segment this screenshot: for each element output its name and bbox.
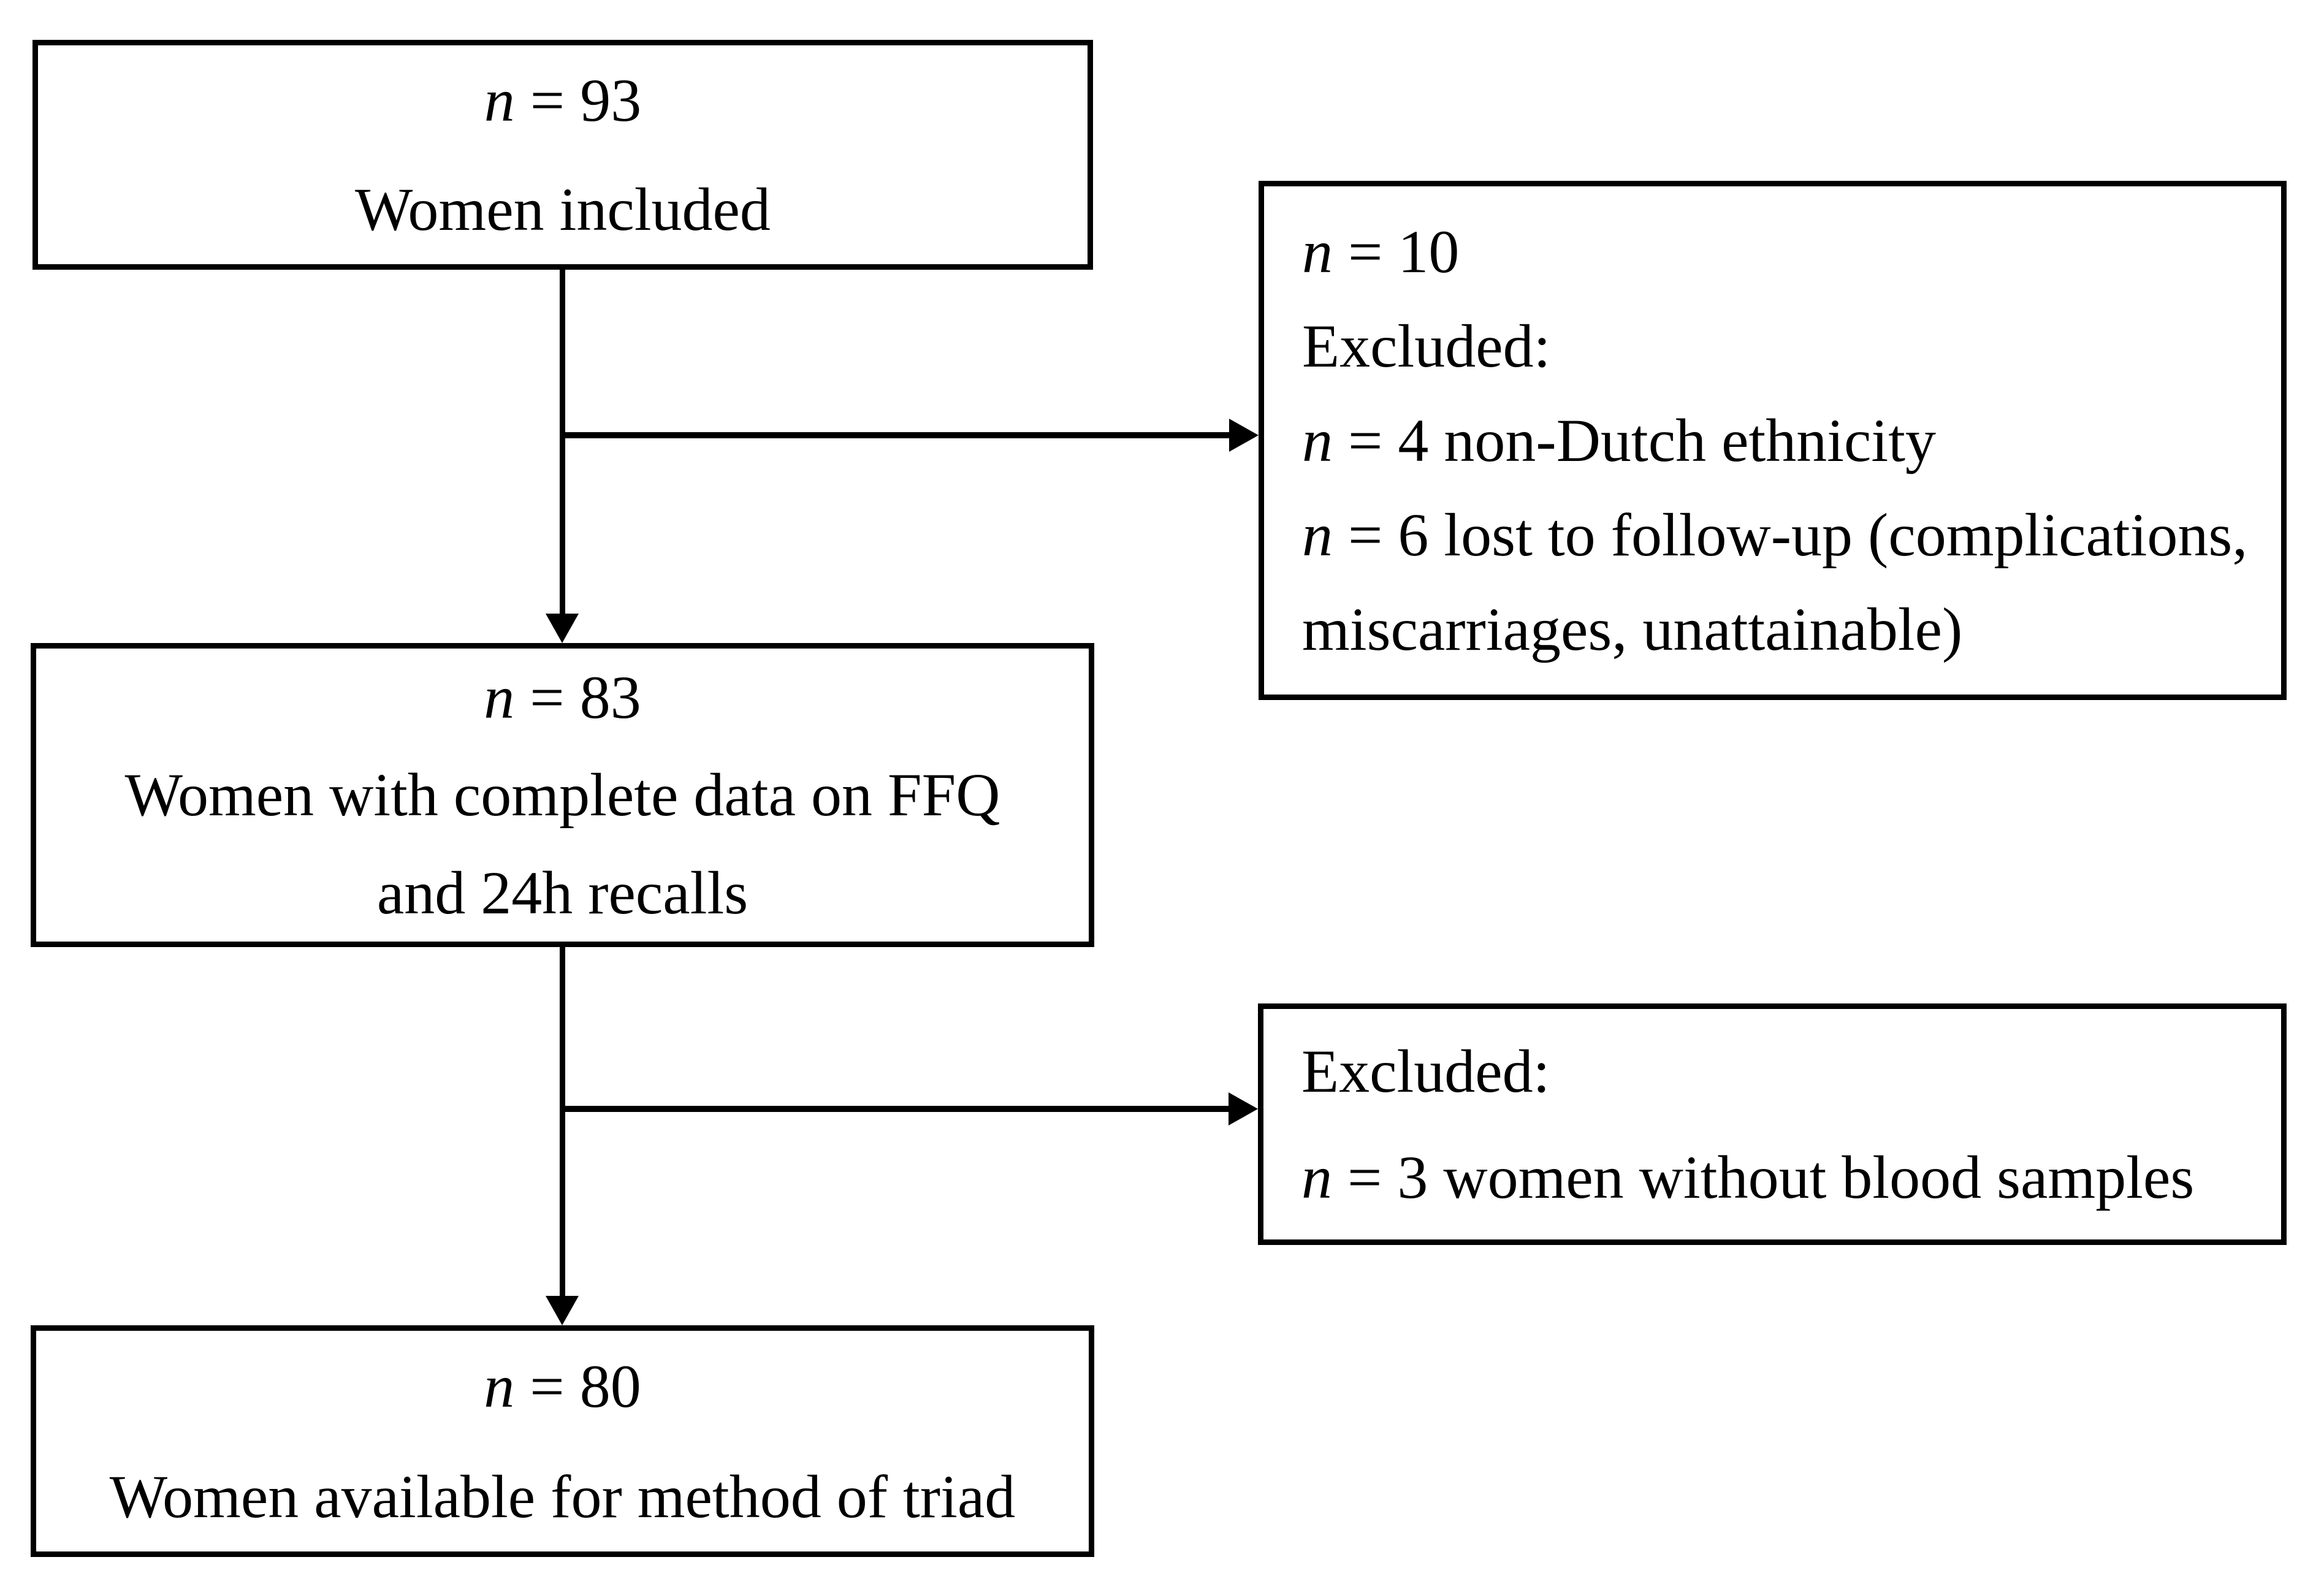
arrow-right-icon [1229,419,1259,452]
arrow-down-icon [546,614,579,643]
arrow-right-icon [1229,1092,1258,1125]
text-line: n = 6 lost to follow-up (complications, [1302,500,2248,569]
connector-vertical-1 [560,270,565,616]
text-line: Excluded: [1302,312,1551,381]
box-excluded-second: Excluded: n = 3 women without blood sampl… [1258,1003,2287,1245]
italic-n: n [484,663,515,732]
text-line: n = 93 [484,66,642,134]
box-excluded-first: n = 10 Excluded: n = 4 non-Dutch ethnicity… [1259,181,2287,700]
text-line: n = 80 [484,1352,641,1420]
italic-n: n [1302,500,1333,569]
italic-n: n [484,1352,515,1420]
text-line: Excluded: [1301,1037,1550,1105]
text-line: n = 3 women without blood samples [1301,1143,2195,1211]
italic-n: n [1302,406,1333,474]
italic-n: n [1302,218,1333,286]
text-line: Women available for method of triad [109,1462,1016,1531]
box-women-included: n = 93 Women included [32,40,1093,270]
connector-branch-1 [560,432,1231,438]
arrow-down-icon [546,1296,579,1325]
text-line: miscarriages, unattainable) [1302,595,1963,663]
italic-n: n [484,66,515,134]
italic-n: n [1301,1143,1332,1211]
text-line: Women included [355,175,771,244]
box-women-complete-data: n = 83 Women with complete data on FFQ and… [31,643,1094,947]
text-line: Women with complete data on FFQ [124,761,1000,829]
text-line: and 24h recalls [376,858,749,927]
box-women-method-of-triad: n = 80 Women available for method of tria… [31,1325,1094,1557]
connector-vertical-2 [560,947,565,1298]
connector-branch-2 [560,1106,1230,1112]
text-line: n = 10 [1302,218,1460,286]
text-line: n = 4 non-Dutch ethnicity [1302,406,1936,474]
text-line: n = 83 [484,663,641,732]
